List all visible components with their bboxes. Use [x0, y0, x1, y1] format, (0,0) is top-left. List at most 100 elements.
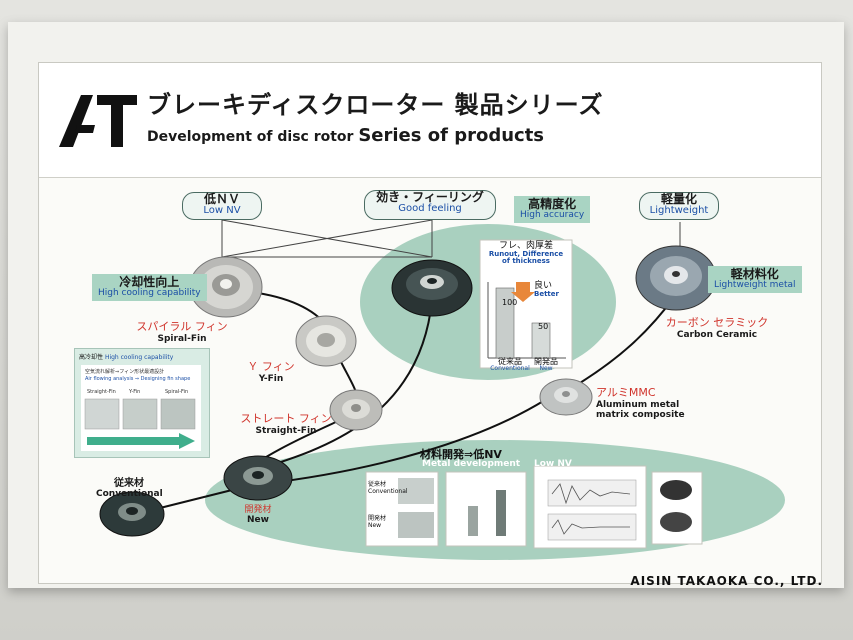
label-new-jp: 開発材: [244, 505, 272, 515]
poster-header: ブレーキディスクローター 製品シリーズ Development of disc …: [39, 63, 821, 178]
metal-row2-en: New: [368, 521, 382, 529]
accuracy-bar-conventional-jp: 従来品: [498, 357, 522, 366]
goal-low-nv: 低ＮＶ Low NV: [182, 192, 262, 220]
tag-lightweight-metal-jp: 軽材料化: [730, 267, 779, 281]
accuracy-value-new: 50: [538, 322, 549, 331]
material-dev-title: 材料開発⇒低NV: [420, 448, 502, 461]
label-y-fin-en: Y-Fin: [258, 374, 284, 384]
goal-good-feeling: 効き・フィーリング Good feeling: [364, 190, 496, 220]
goal-lightweight: 軽量化 Lightweight: [639, 192, 719, 220]
metal-row1-en: Conventional: [368, 487, 408, 495]
rotor-yfin: [295, 315, 357, 367]
label-carbon-jp: カーボン セラミック: [665, 316, 769, 329]
title-english-small: Development of disc rotor: [147, 129, 354, 145]
accuracy-chart-title-en1: Runout, Difference: [488, 250, 564, 258]
label-aluminum-mmc: アルミMMC Aluminum metal matrix composite: [596, 384, 685, 420]
label-carbon-ceramic: カーボン セラミック Carbon Ceramic: [662, 314, 772, 340]
label-carbon-en: Carbon Ceramic: [676, 330, 758, 340]
tag-lightweight-metal-en: Lightweight metal: [714, 280, 796, 291]
inset-title: 高冷却性 High cooling capability: [79, 352, 173, 361]
tag-cooling-en: High cooling capability: [98, 288, 201, 299]
accuracy-chart-title-en2: of thickness: [502, 257, 550, 265]
tag-high-accuracy-en: High accuracy: [520, 210, 585, 221]
inset-line2: Air flowing analysis ⇒ Designing fin sha…: [85, 376, 191, 382]
better-label: 良い Better: [534, 282, 559, 298]
material-dev-en1: Metal development: [422, 459, 521, 469]
rotor-photo-1: [660, 480, 692, 500]
title-english: Development of disc rotor Series of prod…: [147, 125, 544, 146]
better-label-jp: 良い: [534, 281, 553, 291]
inset-title-en: High cooling capability: [104, 354, 174, 361]
inset-title-jp: 高冷却性: [79, 354, 104, 361]
goal-connectors: [221, 219, 433, 258]
rotor-straight: [329, 389, 383, 431]
micrograph-new: [398, 512, 434, 538]
goal-good-feeling-jp: 効き・フィーリング: [376, 190, 484, 204]
accuracy-bar-new-en: New: [539, 365, 553, 372]
inset-line1: 空気流れ解析⇒フィン形状最適設計: [85, 369, 165, 375]
micrograph-conventional: [398, 478, 434, 504]
inset-col-straight: Straight-Fin: [87, 389, 116, 395]
metal-row2-jp: 開発材: [368, 515, 387, 522]
inset-col-spiral: Spiral-Fin: [165, 389, 189, 395]
better-label-en: Better: [534, 290, 559, 298]
better-arrow-icon: [511, 282, 535, 302]
inset-content: 空気流れ解析⇒フィン形状最適設計 Air flowing analysis ⇒ …: [81, 365, 201, 451]
accuracy-bar-label-conventional: 従来品 Conventional: [490, 358, 530, 372]
label-spiral-fin-jp: スパイラル フィン: [136, 320, 228, 333]
tag-lightweight-metal: 軽材料化 Lightweight metal: [708, 266, 802, 294]
inset-col-y: Y-Fin: [129, 389, 141, 395]
accuracy-chart-title: フレ、肉厚差 Runout, Difference of thickness: [480, 242, 572, 265]
material-dev-en2: Low NV: [534, 459, 572, 469]
accuracy-bar-conventional: [495, 287, 515, 359]
label-y-fin: Ｙ フィン Y-Fin: [236, 358, 306, 384]
label-straight-fin-jp: ストレート フィン: [240, 412, 332, 425]
accuracy-bar-new: [531, 322, 551, 359]
rotor-spiral: [189, 256, 263, 318]
rotor-carbon-ceramic: [635, 245, 717, 311]
cooling-inset: 高冷却性 High cooling capability 空気流れ解析⇒フィン形…: [74, 348, 210, 458]
accuracy-chart-panel: [479, 239, 573, 369]
metal-row2: 開発材 New: [368, 515, 387, 529]
thermal-bar-conventional: [468, 506, 478, 536]
tag-cooling: 冷却性向上 High cooling capability: [92, 274, 207, 302]
label-spiral-fin: スパイラル フィン Spiral-Fin: [132, 318, 232, 344]
tag-high-accuracy: 高精度化 High accuracy: [514, 196, 591, 224]
goal-good-feeling-en: Good feeling: [398, 202, 462, 214]
label-new-en: New: [247, 515, 269, 525]
tag-cooling-jp: 冷却性向上: [119, 275, 180, 289]
label-aluminum-en2: matrix composite: [596, 410, 685, 420]
label-conventional: 従来材 Conventional: [96, 474, 163, 499]
label-spiral-fin-en: Spiral-Fin: [157, 334, 207, 344]
rotor-photo-2: [660, 512, 692, 532]
accuracy-bar-conventional-en: Conventional: [490, 365, 530, 372]
accuracy-value-conventional: 100: [502, 298, 518, 307]
accuracy-bars: [495, 287, 551, 359]
label-conventional-en: Conventional: [96, 489, 163, 499]
label-new: 開発材 New: [236, 502, 280, 525]
thermal-bar-new: [496, 490, 506, 536]
title-english-big: Series of products: [358, 125, 545, 146]
thermal-chart-panel: [445, 471, 527, 547]
title-japanese: ブレーキディスクローター 製品シリーズ: [147, 91, 604, 119]
at-logo: [59, 95, 137, 147]
damping-wave-conventional: [551, 483, 631, 505]
rotor-high-accuracy: [391, 259, 473, 317]
company-name: AISIN TAKAOKA CO., LTD.: [630, 574, 823, 588]
label-straight-fin-en: Straight-Fin: [255, 426, 317, 436]
label-straight-fin: ストレート フィン Straight-Fin: [236, 410, 336, 436]
label-aluminum-jp: アルミMMC: [596, 386, 656, 399]
label-aluminum-en1: Aluminum metal: [596, 400, 680, 410]
inset-fin-diagrams: [84, 398, 196, 449]
goal-lightweight-jp: 軽量化: [660, 192, 697, 206]
rotor-new: [223, 455, 293, 501]
metal-row1-jp: 従来材: [368, 481, 387, 488]
rotor-aluminum: [539, 378, 593, 416]
goal-lightweight-en: Lightweight: [649, 204, 709, 216]
accuracy-bar-new-jp: 開発品: [534, 357, 558, 366]
damping-wave-new: [551, 519, 630, 535]
metal-row1: 従来材 Conventional: [368, 481, 408, 495]
label-y-fin-jp: Ｙ フィン: [247, 360, 295, 373]
accuracy-bar-label-new: 開発品 New: [526, 358, 566, 372]
